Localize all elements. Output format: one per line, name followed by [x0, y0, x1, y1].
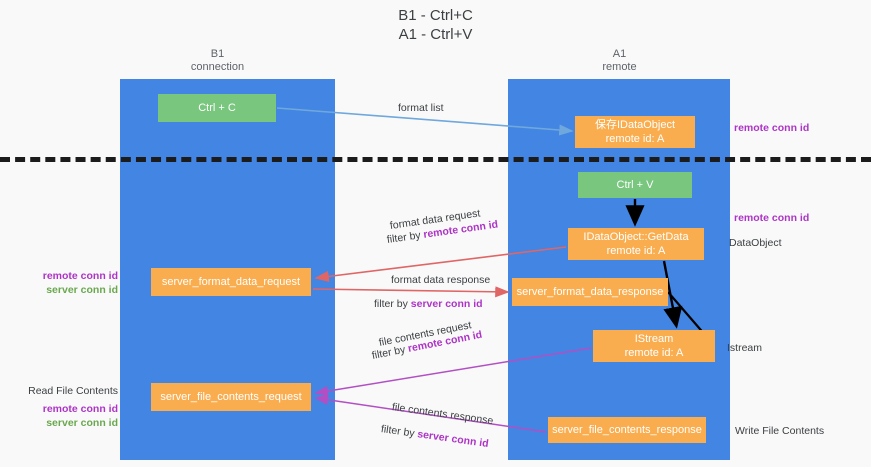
label-format-data-response: format data response [391, 274, 491, 286]
diagram-title: B1 - Ctrl+C A1 - Ctrl+V [398, 7, 473, 43]
column-header-a1: A1 remote [602, 48, 637, 73]
box-getdata-line2: remote id: A [606, 245, 666, 257]
section-divider [0, 157, 871, 162]
label-left-read-file-contents: Read File Contents [28, 385, 118, 397]
filter-prefix: filter by [374, 298, 411, 310]
filter-key-server-conn-id: server conn id [410, 298, 483, 310]
box-server-format-data-request[interactable]: server_format_data_request [151, 268, 311, 296]
column-header-b1: B1 connection [190, 48, 245, 73]
label-right-remote-conn-id-mid: remote conn id [734, 212, 810, 224]
label-right-istream: Istream [727, 342, 763, 354]
box-server-file-contents-response[interactable]: server_file_contents_response [548, 417, 706, 443]
box-ctrl-c-label: Ctrl + C [198, 102, 236, 114]
label-format-list: format list [398, 102, 444, 114]
box-server-format-data-request-label: server_format_data_request [161, 276, 301, 288]
box-ctrl-c[interactable]: Ctrl + C [158, 94, 276, 122]
box-server-format-data-response[interactable]: server_format_data_response [512, 278, 668, 306]
label-right-remote-conn-id-top: remote conn id [734, 122, 810, 134]
box-getdata-line1: IDataObject::GetData [583, 231, 689, 243]
box-server-file-contents-request[interactable]: server_file_contents_request [151, 383, 311, 411]
box-istream[interactable]: IStream remote id: A [593, 330, 715, 362]
box-ctrl-v[interactable]: Ctrl + V [578, 172, 692, 198]
box-server-file-contents-response-label: server_file_contents_response [552, 424, 702, 436]
box-istream-line2: remote id: A [624, 347, 684, 359]
label-format-data-response-filter: filter by server conn id [374, 297, 483, 311]
box-idataobject-getdata[interactable]: IDataObject::GetData remote id: A [568, 228, 704, 260]
label-right-write-file-contents: Write File Contents [735, 425, 825, 437]
label-left-remote-conn-id-1: remote conn id [42, 270, 118, 282]
label-left-server-conn-id-2: server conn id [46, 417, 118, 429]
box-server-file-contents-request-label: server_file_contents_request [160, 391, 302, 403]
box-istream-line1: IStream [634, 333, 674, 345]
label-left-server-conn-id-1: server conn id [46, 284, 118, 296]
label-left-remote-conn-id-2: remote conn id [42, 403, 118, 415]
box-save-idataobject[interactable]: 保存IDataObject remote id: A [575, 116, 695, 148]
label-right-dataobject: DataObject [729, 237, 782, 249]
box-server-format-data-response-label: server_format_data_response [516, 286, 664, 298]
box-ctrl-v-label: Ctrl + V [616, 179, 654, 191]
box-save-idataobject-line2: remote id: A [605, 133, 665, 145]
box-save-idataobject-line1: 保存IDataObject [594, 119, 676, 131]
